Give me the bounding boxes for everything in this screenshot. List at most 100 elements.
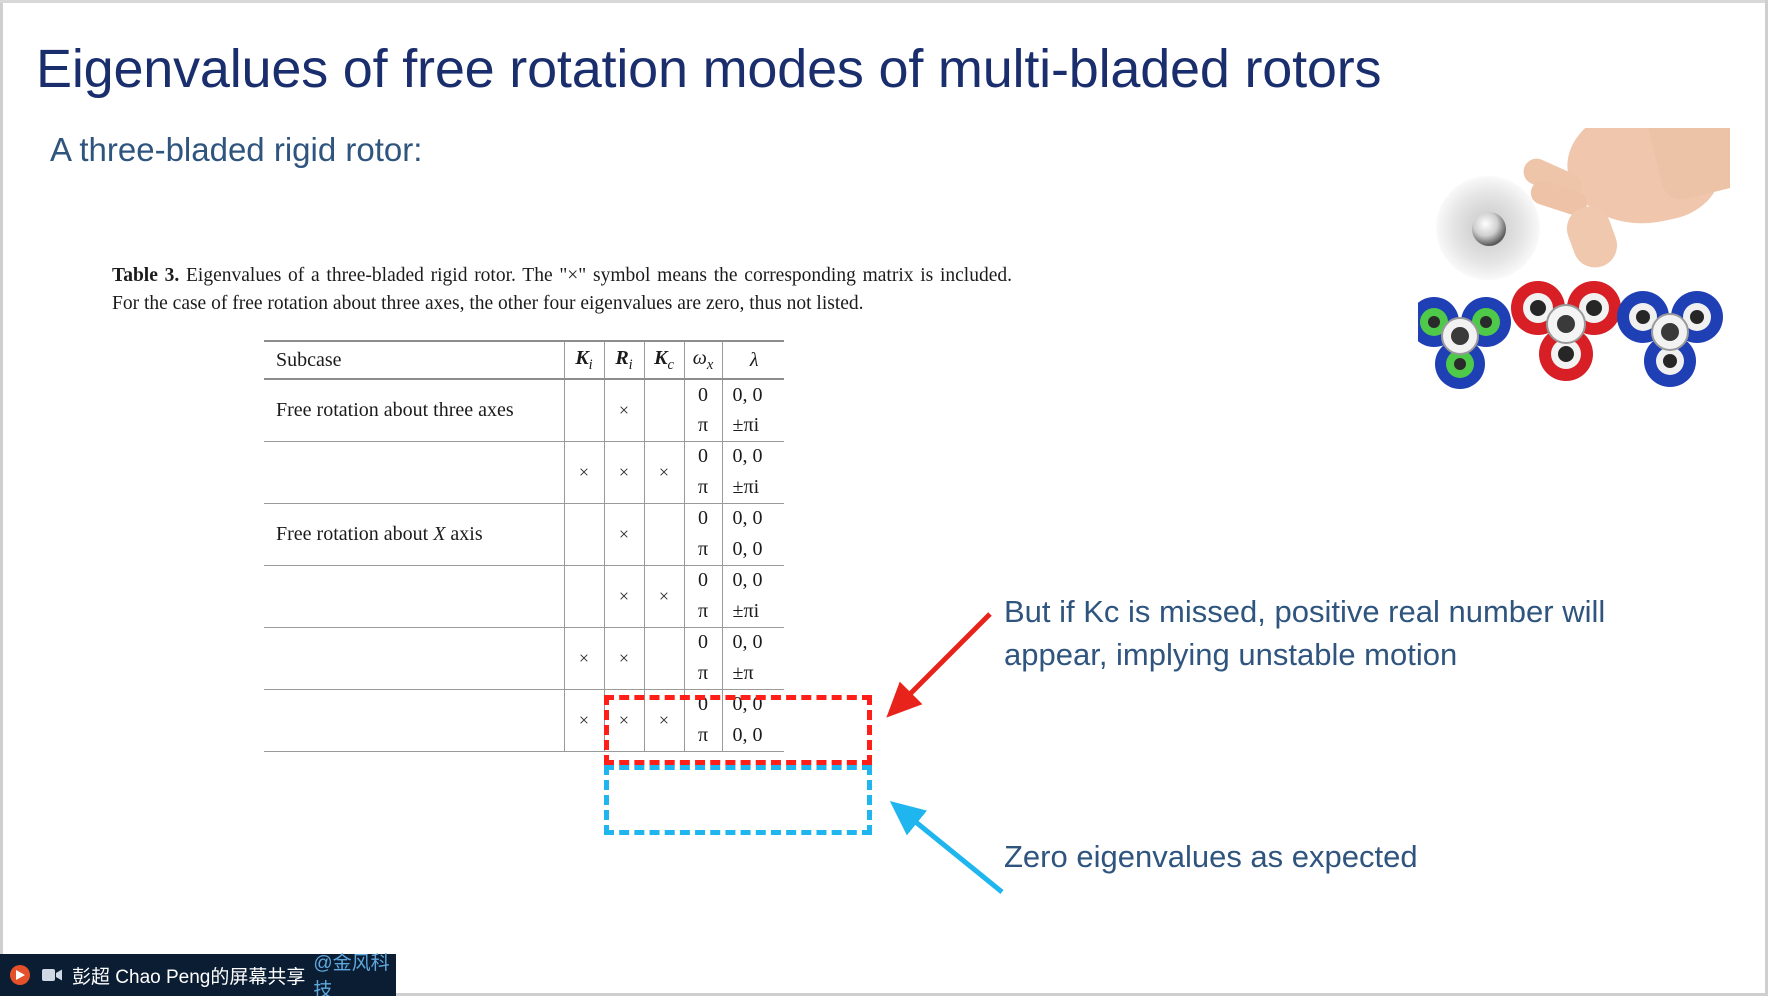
slide-border-bottom <box>0 993 1768 996</box>
cell-lambda: 0, 0 <box>721 564 784 596</box>
subcase-text-prefix: Free rotation about <box>276 522 434 545</box>
x-mark-icon: × <box>618 461 630 482</box>
cell-ri-mark: × <box>603 564 644 627</box>
x-mark-icon: × <box>578 709 590 730</box>
cell-lambda: ±πi <box>721 596 784 627</box>
x-mark-icon: × <box>658 709 670 730</box>
cell-lambda: 0, 0 <box>721 378 784 410</box>
x-mark-icon: × <box>658 461 670 482</box>
annotation-red: But if Kc is missed, positive real numbe… <box>1004 590 1704 676</box>
cell-kc-mark <box>643 378 684 441</box>
screen-share-label: 彭超 Chao Peng的屏幕共享 <box>72 966 306 988</box>
cell-ki-mark <box>563 378 604 441</box>
cell-omega: 0 <box>683 440 722 472</box>
subcase-text-suffix: axis <box>445 522 483 545</box>
table-caption: Table 3. Eigenvalues of a three-bladed r… <box>112 262 1012 318</box>
cell-lambda: 0, 0 <box>721 440 784 472</box>
annotation-blue: Zero eigenvalues as expected <box>1004 835 1624 878</box>
annotation-blue-line1: Zero eigenvalues as expected <box>1004 839 1418 874</box>
col-header-omega: ωx <box>683 341 722 379</box>
slide-border-right <box>1765 0 1768 996</box>
col-header-lambda: λ <box>721 341 784 379</box>
table-caption-text: Eigenvalues of a three-bladed rigid roto… <box>112 265 1013 314</box>
cell-omega: 0 <box>683 626 722 658</box>
cell-lambda: ±π <box>721 658 784 689</box>
green-spinner-icon <box>1418 281 1723 389</box>
screen-share-tag: @金风科技 <box>313 953 390 996</box>
cell-kc-mark: × <box>643 440 684 503</box>
table-head: Subcase Ki Ri Kc ωx λ <box>264 341 784 379</box>
cell-lambda: 0, 0 <box>721 626 784 658</box>
x-mark-icon: × <box>658 585 670 606</box>
share-screen-icon[interactable] <box>8 963 32 987</box>
x-mark-icon: × <box>618 523 630 544</box>
eigenvalues-table: Subcase Ki Ri Kc ωx λ Free rotation abou… <box>264 340 784 755</box>
cell-omega: π <box>683 720 722 751</box>
cell-ki-mark <box>563 502 604 565</box>
cell-lambda: ±πi <box>721 472 784 503</box>
cell-subcase <box>264 626 564 689</box>
cell-ri-mark: × <box>603 378 644 441</box>
cell-lambda: ±πi <box>721 410 784 441</box>
col-header-subcase: Subcase <box>276 348 342 371</box>
col-header-ri: Ri <box>603 341 644 379</box>
spinning-spinner-cap <box>1472 212 1506 246</box>
x-mark-icon: × <box>618 709 630 730</box>
cell-omega: π <box>683 472 722 503</box>
cell-subcase: Free rotation about X axis <box>264 502 564 565</box>
cell-subcase: Free rotation about three axes <box>264 378 564 441</box>
cell-omega: 0 <box>683 378 722 410</box>
cell-lambda: 0, 0 <box>721 688 784 720</box>
table-foot <box>264 750 784 755</box>
col-header-kc: Kc <box>643 341 684 379</box>
cell-omega: π <box>683 534 722 565</box>
cell-subcase <box>264 688 564 751</box>
cell-omega: 0 <box>683 688 722 720</box>
x-mark-icon: × <box>618 647 630 668</box>
cell-ri-mark: × <box>603 440 644 503</box>
slide-subtitle: A three-bladed rigid rotor: <box>50 131 423 168</box>
slide-border-top <box>0 0 1768 3</box>
cell-omega: π <box>683 596 722 627</box>
cell-ri-mark: × <box>603 626 644 689</box>
cell-lambda: 0, 0 <box>721 720 784 751</box>
cell-kc-mark <box>643 626 684 689</box>
video-camera-icon[interactable] <box>40 963 64 987</box>
x-mark-icon: × <box>578 461 590 482</box>
table-header-row: Subcase Ki Ri Kc ωx λ <box>264 341 784 379</box>
cell-ki-mark: × <box>563 688 604 751</box>
table-row: π±πi <box>264 472 784 503</box>
blue-spinner-icon <box>1617 291 1723 387</box>
x-mark-icon: × <box>618 399 630 420</box>
cell-ri-mark: × <box>603 502 644 565</box>
col-header-ki: Ki <box>563 341 604 379</box>
cell-ki-mark: × <box>563 440 604 503</box>
cell-omega: 0 <box>683 564 722 596</box>
cell-ki-mark: × <box>563 626 604 689</box>
slide-border-left <box>0 0 3 996</box>
page-title: Eigenvalues of free rotation modes of mu… <box>36 39 1382 99</box>
table-bottom-rule <box>264 750 784 755</box>
blue-arrow-icon <box>889 800 1004 894</box>
cell-ri-mark: × <box>603 688 644 751</box>
cell-kc-mark <box>643 502 684 565</box>
annotation-red-line1: But if Kc is missed, positive real numbe… <box>1004 594 1606 629</box>
cell-omega: π <box>683 658 722 689</box>
table-row: π±πi <box>264 596 784 627</box>
table-caption-label: Table 3. <box>112 265 180 286</box>
cell-ki-mark <box>563 564 604 627</box>
table-row: π±πi <box>264 410 784 441</box>
red-spinner-icon <box>1511 281 1621 381</box>
cell-kc-mark: × <box>643 688 684 751</box>
annotation-red-line2: appear, implying unstable motion <box>1004 637 1458 672</box>
screen-share-taskbar[interactable]: 彭超 Chao Peng的屏幕共享 @金风科技 <box>0 953 396 996</box>
